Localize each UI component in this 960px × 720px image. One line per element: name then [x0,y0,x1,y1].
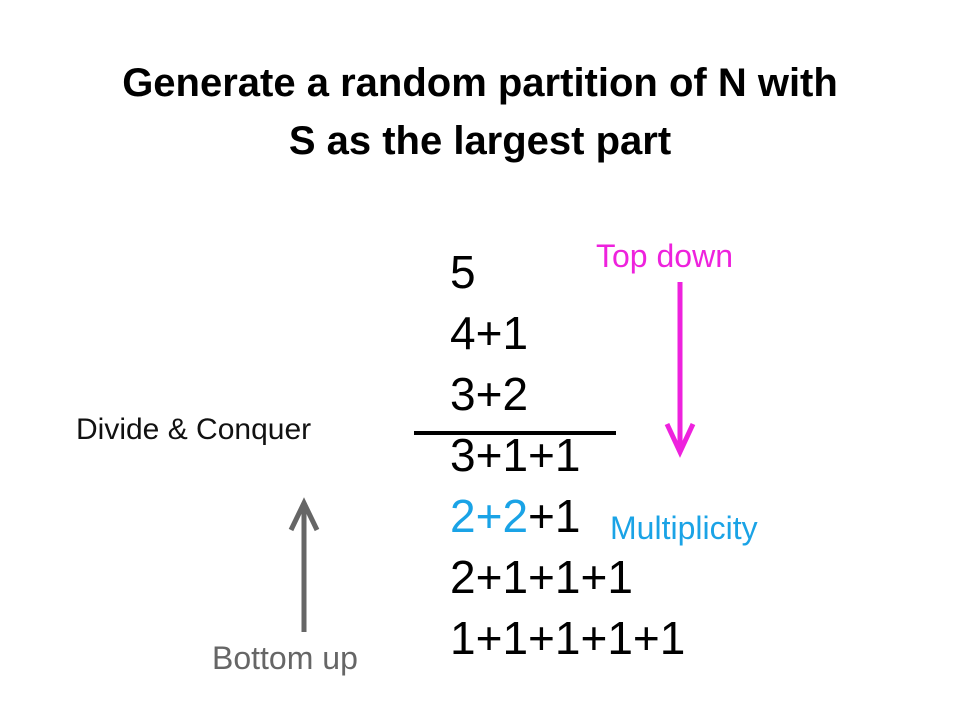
multiplicity-label: Multiplicity [610,510,758,546]
partition-segment: 1+1+1+1+1 [450,612,686,664]
partition-row: 2+1+1+1 [450,547,685,608]
partition-row: 3+1+1 [450,425,685,486]
partition-segment: 3+2 [450,368,529,420]
partition-segment: 4+1 [450,307,529,359]
partition-segment: 2+2 [450,490,529,542]
bottom-up-arrow-icon [288,497,320,632]
partition-row: 3+2 [450,364,685,425]
partition-segment: 5 [450,246,476,298]
partition-segment: +1 [528,490,581,542]
title-line-1: Generate a random partition of N with [122,61,838,105]
partition-row: 5 [450,242,685,303]
partition-segment: 2+1+1+1 [450,551,633,603]
partition-segment: 3+1+1 [450,429,581,481]
divide-conquer-label: Divide & Conquer [76,413,312,446]
partition-row: 4+1 [450,303,685,364]
bottom-up-label: Bottom up [212,640,358,676]
partition-row: 1+1+1+1+1 [450,608,685,669]
title-line-2: S as the largest part [288,119,672,163]
slide-title: Generate a random partition of N with S … [0,54,960,170]
top-down-label: Top down [596,238,733,274]
partition-row: 2+2+1 [450,486,685,547]
